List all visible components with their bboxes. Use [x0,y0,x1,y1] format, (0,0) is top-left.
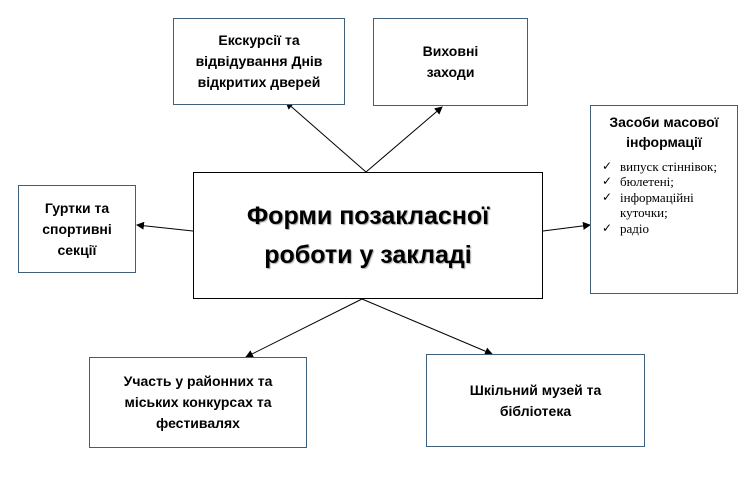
arrow-to-excursions [285,101,367,173]
list-item: ✓ радіо [602,221,726,237]
node-educational-events: Виховні заходи [373,18,528,106]
mass-media-list: ✓ випуск стіннівок; ✓ бюлетені; ✓ інформаці… [602,159,726,237]
node-mass-media-title: Засоби масової інформації [609,114,719,151]
list-item-text: бюлетені; [620,174,674,190]
arrow-to-educational [365,106,443,173]
list-item-text: випуск стіннівок; [620,158,717,174]
central-node-title: Форми позакласної роботи у закладі [246,201,490,269]
node-educational-events-label: Виховні заходи [422,43,479,80]
node-excursions: Екскурсії та відвідування Днів відкритих… [173,18,345,105]
check-icon: ✓ [602,189,613,204]
node-clubs: Гуртки та спортивні секції [18,185,136,273]
check-icon: ✓ [602,174,613,189]
list-item: ✓ інформаційні куточки; [602,190,726,221]
node-museum-library-label: Шкільний музей та бібліотека [469,381,602,419]
node-museum-library: Шкільний музей та бібліотека [426,354,645,447]
list-item: ✓ випуск стіннівок; [602,159,726,175]
list-item: ✓ бюлетені; [602,174,726,190]
arrow-to-museum [361,298,493,355]
central-node: Форми позакласної роботи у закладі [193,172,543,299]
node-clubs-label: Гуртки та спортивні секції [42,199,112,258]
node-excursions-label: Екскурсії та відвідування Днів відкритих… [195,32,323,90]
list-item-text: радіо [620,220,649,236]
arrow-to-media [542,221,591,232]
check-icon: ✓ [602,158,613,173]
arrow-to-contests [245,298,363,358]
node-mass-media: Засоби масової інформації ✓ випуск стінні… [590,105,738,294]
list-item-text: інформаційні куточки; [620,189,694,221]
arrow-to-clubs [136,221,194,232]
node-contests-label: Участь у районних та міських конкурсах т… [123,373,273,431]
node-contests: Участь у районних та міських конкурсах т… [89,357,307,448]
check-icon: ✓ [602,220,613,235]
